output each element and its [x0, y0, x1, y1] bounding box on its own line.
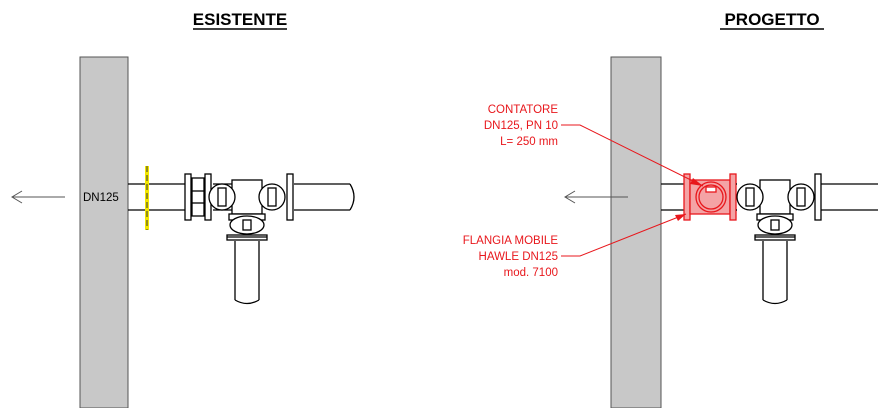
existing-title: ESISTENTE: [193, 10, 287, 29]
flange-annotation-line-3: mod. 7100: [504, 267, 558, 279]
project-title: PROGETTO: [724, 10, 819, 29]
existing-tee-fitting: [208, 173, 294, 241]
existing-panel: ESISTENTE DN125: [11, 10, 355, 408]
existing-branch-pipe: [234, 241, 260, 305]
flange-annotation-line-2: HAWLE DN125: [479, 251, 558, 263]
meter-leader-arrowhead: [690, 178, 703, 186]
meter-leader-line: [561, 124, 704, 187]
flange-leader-arrowhead: [675, 214, 686, 221]
flange-annotation: FLANGIA MOBILE HAWLE DN125 mod. 7100: [463, 213, 687, 279]
meter-annotation-line-3: L= 250 mm: [500, 136, 558, 148]
existing-flow-arrow: [11, 190, 65, 204]
flange-annotation-line-1: FLANGIA MOBILE: [463, 235, 559, 247]
existing-double-flange: [184, 173, 212, 221]
existing-wall: [79, 56, 129, 408]
project-branch-pipe: [762, 241, 788, 305]
water-meter: [683, 173, 737, 221]
project-panel: PROGETTO: [463, 10, 878, 408]
project-flow-arrow: [564, 190, 628, 204]
meter-annotation: CONTATORE DN125, PN 10 L= 250 mm: [484, 104, 704, 187]
project-pipe-stub: [661, 183, 684, 211]
existing-pipe-label: DN125: [83, 192, 119, 204]
mobile-flange: [683, 173, 691, 221]
project-wall: [610, 56, 662, 408]
project-tee-connectors: [736, 183, 737, 211]
project-tee-fitting: [736, 173, 822, 241]
meter-annotation-line-2: DN125, PN 10: [484, 120, 558, 132]
flange-leader-line: [561, 213, 687, 257]
meter-annotation-line-1: CONTATORE: [488, 104, 559, 116]
project-main-pipe: [821, 183, 878, 211]
